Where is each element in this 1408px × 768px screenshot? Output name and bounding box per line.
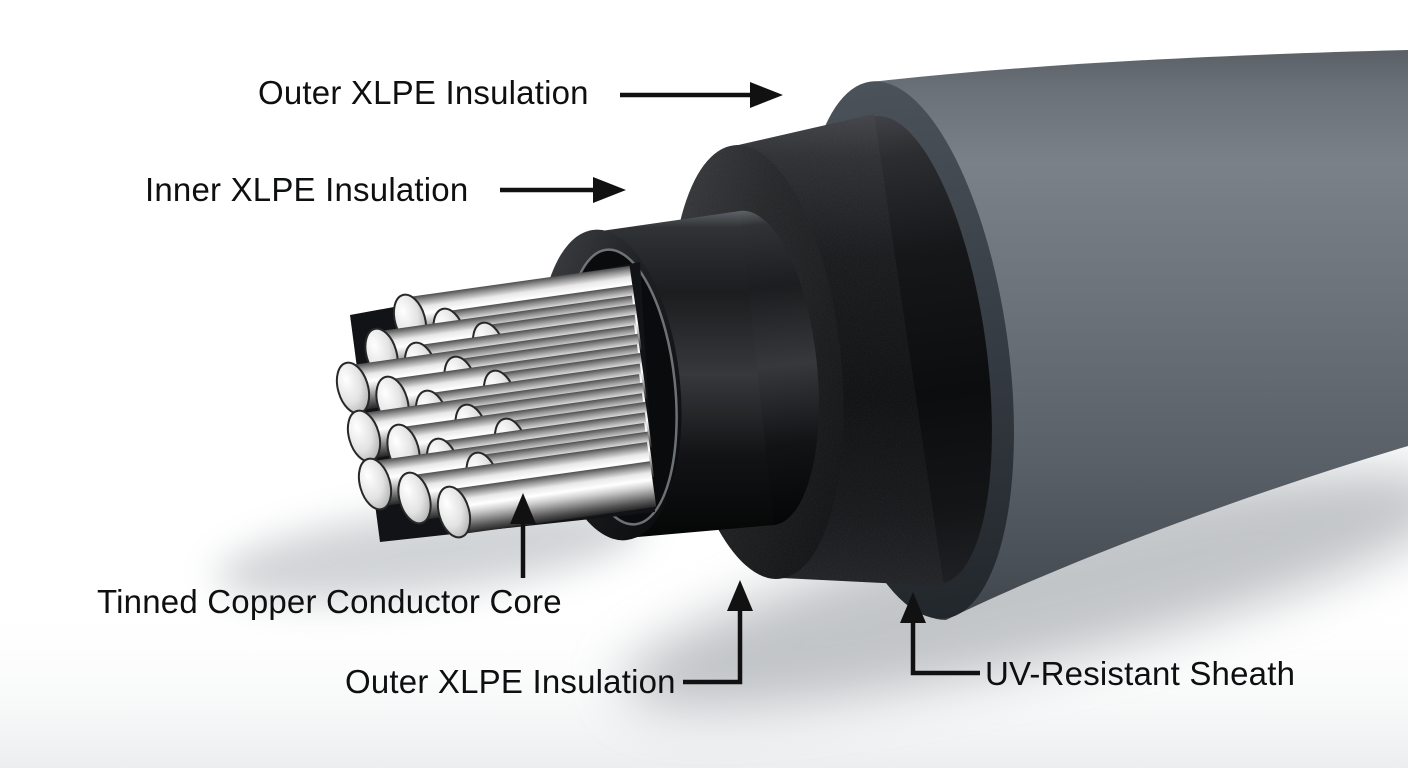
arrow-outer-xlpe-top xyxy=(620,82,783,108)
label-tinned-copper-core: Tinned Copper Conductor Core xyxy=(97,583,562,620)
label-outer-xlpe-top: Outer XLPE Insulation xyxy=(258,74,589,111)
arrow-tinned-copper-core xyxy=(510,493,536,578)
annotation-arrows xyxy=(500,82,980,685)
strand-cut-face xyxy=(357,457,393,511)
strand-tube xyxy=(450,461,657,535)
arrow-uv-sheath xyxy=(900,592,980,676)
tinned-copper-conductor-core xyxy=(335,262,657,542)
label-inner-xlpe: Inner XLPE Insulation xyxy=(145,171,469,208)
conductor-strand xyxy=(436,461,657,539)
label-outer-xlpe-bottom: Outer XLPE Insulation xyxy=(345,663,676,700)
strand-cut-face xyxy=(436,485,472,539)
arrow-inner-xlpe xyxy=(500,177,626,203)
strand-cut-face xyxy=(397,471,432,525)
arrow-outer-xlpe-bottom xyxy=(683,580,753,685)
cast-shadows xyxy=(216,470,1408,710)
label-uv-sheath: UV-Resistant Sheath xyxy=(985,655,1296,692)
